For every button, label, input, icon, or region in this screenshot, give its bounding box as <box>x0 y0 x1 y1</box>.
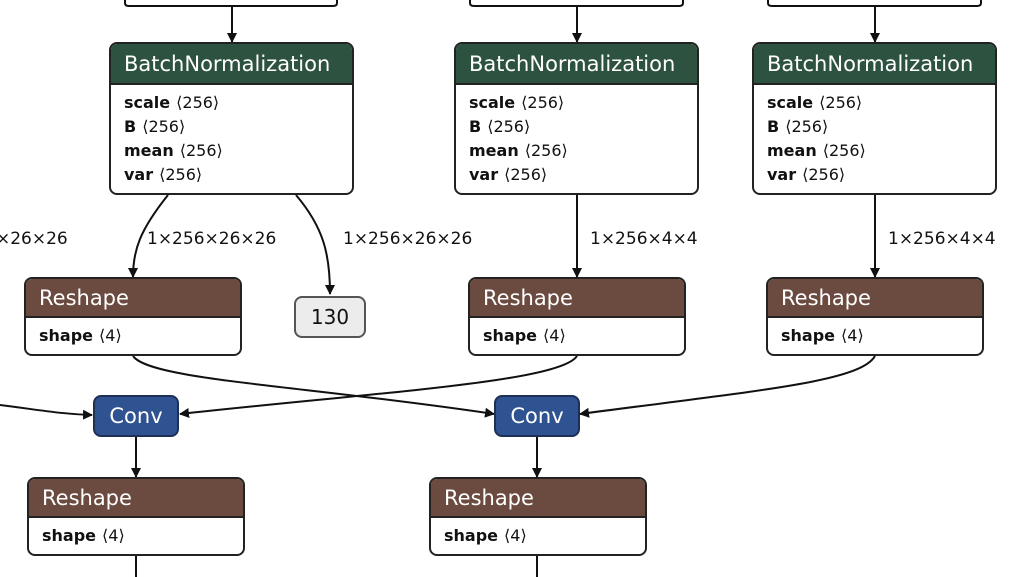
attr-value: ⟨256⟩ <box>521 93 565 112</box>
attr-key: B <box>124 117 137 136</box>
attr-key: shape <box>781 326 836 345</box>
attr-value: ⟨256⟩ <box>487 117 531 136</box>
attr-key: var <box>124 165 154 184</box>
edge-left-conv1 <box>0 404 93 420</box>
attr-value: ⟨256⟩ <box>524 141 568 160</box>
attr-value: ⟨256⟩ <box>159 165 203 184</box>
attr-value: ⟨4⟩ <box>99 326 122 345</box>
top-node-edge <box>767 0 982 7</box>
top-node-edge <box>469 0 684 7</box>
edge-label: 1×256×4×4 <box>590 229 698 249</box>
attr-key: B <box>767 117 780 136</box>
attr-key: mean <box>469 141 519 160</box>
edge-reshape1-conv2 <box>132 355 495 418</box>
node-title: Reshape <box>29 479 243 518</box>
conv-node-1[interactable]: Conv <box>93 395 179 437</box>
reshape-node-1[interactable]: Reshape shape ⟨4⟩ <box>24 277 242 356</box>
conv-node-2[interactable]: Conv <box>494 395 580 437</box>
batchnorm-node-2[interactable]: BatchNormalization scale ⟨256⟩ B ⟨256⟩ mea… <box>454 42 699 195</box>
batchnorm-node-3[interactable]: BatchNormalization scale ⟨256⟩ B ⟨256⟩ mea… <box>752 42 997 195</box>
output-node-130[interactable]: 130 <box>294 296 366 338</box>
edge-reshape2-conv1 <box>179 355 578 418</box>
attr-key: mean <box>767 141 817 160</box>
attr-key: B <box>469 117 482 136</box>
attr-value: ⟨256⟩ <box>802 165 846 184</box>
attr-value: ⟨256⟩ <box>785 117 829 136</box>
attr-value: ⟨256⟩ <box>819 93 863 112</box>
attr-key: shape <box>483 326 538 345</box>
node-title: BatchNormalization <box>111 44 352 85</box>
attr-key: shape <box>444 526 499 545</box>
attr-key: shape <box>39 326 94 345</box>
node-title: Reshape <box>470 279 684 318</box>
edge-bn1-reshape1 <box>128 194 169 278</box>
attr-value: ⟨256⟩ <box>142 117 186 136</box>
edge-label: ×26×26 <box>0 229 68 249</box>
attr-key: scale <box>767 93 814 112</box>
reshape-node-2[interactable]: Reshape shape ⟨4⟩ <box>468 277 686 356</box>
attr-key: mean <box>124 141 174 160</box>
attr-key: var <box>469 165 499 184</box>
attr-key: var <box>767 165 797 184</box>
batchnorm-node-1[interactable]: BatchNormalization scale ⟨256⟩ B ⟨256⟩ mea… <box>109 42 354 195</box>
reshape-node-5[interactable]: Reshape shape ⟨4⟩ <box>429 477 647 556</box>
node-title: Reshape <box>26 279 240 318</box>
attr-value: ⟨256⟩ <box>179 141 223 160</box>
node-title: BatchNormalization <box>754 44 995 85</box>
attr-value: ⟨4⟩ <box>841 326 864 345</box>
node-title: BatchNormalization <box>456 44 697 85</box>
node-title: Reshape <box>768 279 982 318</box>
attr-key: scale <box>124 93 171 112</box>
node-title: Reshape <box>431 479 645 518</box>
top-node-edge <box>124 0 338 7</box>
edge-label: 1×256×4×4 <box>888 229 996 249</box>
attr-value: ⟨4⟩ <box>504 526 527 545</box>
attr-value: ⟨256⟩ <box>504 165 548 184</box>
edge-label: 1×256×26×26 <box>147 229 277 249</box>
attr-value: ⟨256⟩ <box>822 141 866 160</box>
edge-label: 1×256×26×26 <box>343 229 473 249</box>
edge-bn1-output <box>295 194 335 295</box>
attr-value: ⟨256⟩ <box>176 93 220 112</box>
attr-key: scale <box>469 93 516 112</box>
edge-reshape3-conv2 <box>579 355 876 418</box>
reshape-node-4[interactable]: Reshape shape ⟨4⟩ <box>27 477 245 556</box>
attr-value: ⟨4⟩ <box>102 526 125 545</box>
reshape-node-3[interactable]: Reshape shape ⟨4⟩ <box>766 277 984 356</box>
attr-value: ⟨4⟩ <box>543 326 566 345</box>
attr-key: shape <box>42 526 97 545</box>
